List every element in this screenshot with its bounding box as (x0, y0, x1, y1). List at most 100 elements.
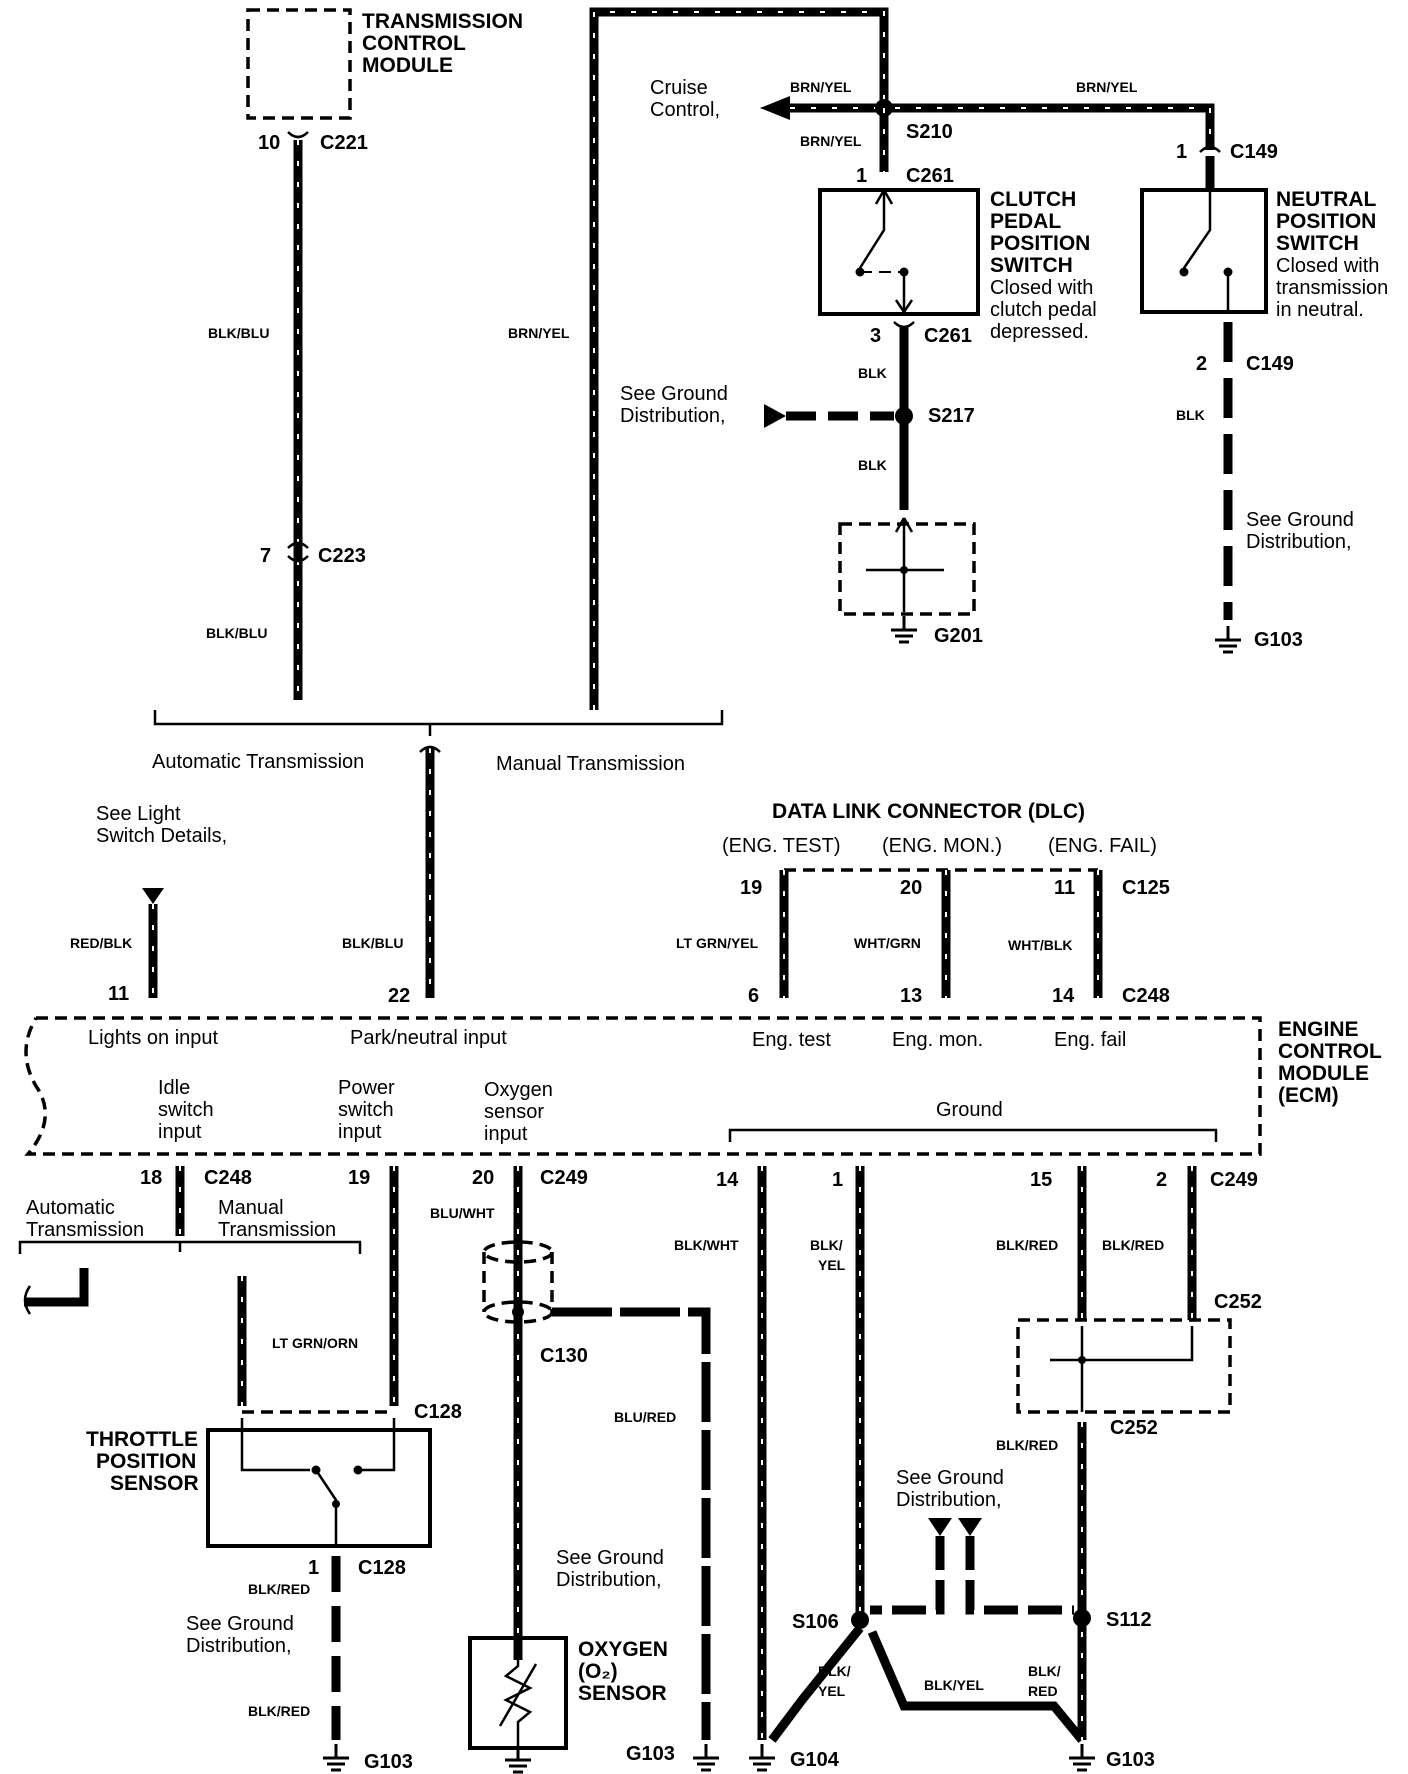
wire-label-brn-yel-left: BRN/YEL (790, 79, 852, 95)
svg-text:19: 19 (348, 1167, 370, 1189)
svg-text:14: 14 (1052, 985, 1075, 1007)
pin-10: 10 (258, 132, 280, 154)
svg-text:BLK/RED: BLK/RED (1102, 1237, 1164, 1253)
svg-text:BLK/RED: BLK/RED (996, 1237, 1058, 1253)
svg-text:20: 20 (900, 877, 922, 899)
connector-c128-bottom: C128 (358, 1557, 406, 1579)
trans-bracket (153, 710, 724, 736)
connector-c252-top: C252 (1214, 1291, 1262, 1313)
connector-c248-top: C248 (1122, 985, 1170, 1007)
splice-s112-label: S112 (1106, 1609, 1152, 1631)
auto-trans-label: Automatic Transmission (152, 751, 364, 773)
wire-label-blk-blu-1: BLK/BLU (208, 325, 269, 341)
svg-text:1: 1 (308, 1557, 319, 1579)
svg-text:WHT/GRN: WHT/GRN (854, 935, 921, 951)
splice-s106 (851, 1611, 869, 1629)
connector-c125: C125 (1122, 877, 1170, 899)
svg-text:BLK/RED: BLK/RED (996, 1437, 1058, 1453)
svg-text:BLK/YEL: BLK/YEL (818, 1663, 851, 1699)
ground-g104-label: G104 (790, 1749, 840, 1771)
svg-text:20: 20 (472, 1167, 494, 1189)
svg-text:BLU/RED: BLU/RED (614, 1409, 676, 1425)
svg-text:BLK/RED: BLK/RED (1028, 1663, 1061, 1699)
svg-text:Eng. fail: Eng. fail (1054, 1029, 1126, 1051)
svg-text:BLK/YEL: BLK/YEL (924, 1677, 984, 1693)
manual-trans-label: Manual Transmission (496, 753, 685, 775)
o2-shield-wire (552, 1307, 711, 1740)
svg-text:14: 14 (716, 1169, 739, 1191)
svg-text:Lights on input: Lights on input (88, 1027, 219, 1049)
connector-c130: C130 (540, 1345, 588, 1367)
svg-text:19: 19 (740, 877, 762, 899)
connector-c249-right: C249 (1210, 1169, 1258, 1191)
svg-text:6: 6 (748, 985, 759, 1007)
ground-g103-b-label: G103 (626, 1743, 675, 1765)
ground-g201-label: G201 (934, 625, 983, 647)
svg-text:BLU/WHT: BLU/WHT (430, 1205, 495, 1221)
svg-text:18: 18 (140, 1167, 162, 1189)
svg-text:11: 11 (108, 983, 129, 1005)
wire-label-blk-2: BLK (858, 457, 887, 473)
connector-c223: C223 (318, 545, 366, 567)
dlc-mode-mon: (ENG. MON.) (882, 835, 1002, 857)
pin-1-c261: 1 (856, 165, 867, 187)
connector-c261-bottom: C261 (924, 325, 972, 347)
connector-c248-bottom: C248 (204, 1167, 252, 1189)
wire-label-brn-yel-right: BRN/YEL (1076, 79, 1138, 95)
clutch-switch-label: CLUTCH PEDAL POSITION SWITCH Closed with… (990, 188, 1101, 343)
neutral-switch-box (1140, 188, 1268, 314)
connector-c149-bottom: C149 (1246, 353, 1294, 375)
svg-text:22: 22 (388, 985, 410, 1007)
tps-box (206, 1428, 432, 1548)
svg-text:LT GRN/ORN: LT GRN/ORN (272, 1335, 358, 1351)
cruise-arrow (760, 96, 790, 120)
c252-box (1016, 1318, 1232, 1414)
wire-label-brn-yel-short: BRN/YEL (800, 133, 862, 149)
o2-sensor-label: OXYGEN(O₂)SENSOR (578, 1638, 668, 1705)
wire-label-blk-blu-2: BLK/BLU (206, 625, 267, 641)
ground-g103-c-label: G103 (1106, 1749, 1155, 1771)
connector-c261-top: C261 (906, 165, 954, 187)
clutch-switch-box (818, 188, 980, 316)
splice-s210-label: S210 (906, 121, 953, 143)
dlc-mode-test: (ENG. TEST) (722, 835, 841, 857)
pin-3-c261: 3 (870, 325, 881, 347)
ecm-box (24, 1016, 1262, 1156)
svg-text:WHT/BLK: WHT/BLK (1008, 937, 1073, 953)
svg-text:11: 11 (1054, 877, 1075, 899)
dlc-label: DATA LINK CONNECTOR (DLC) (772, 800, 1085, 823)
connector-c128-top: C128 (414, 1401, 462, 1423)
svg-text:LT GRN/YEL: LT GRN/YEL (676, 935, 759, 951)
ground-g103-top-label: G103 (1254, 629, 1303, 651)
connector-c221: C221 (320, 132, 368, 154)
pin-1-c149: 1 (1176, 141, 1187, 163)
svg-text:Eng. test: Eng. test (752, 1029, 831, 1051)
splice-s217-label: S217 (928, 405, 975, 427)
svg-text:BLK/YEL: BLK/YEL (810, 1237, 846, 1273)
connector-c249-left: C249 (540, 1167, 588, 1189)
svg-text:Eng. mon.: Eng. mon. (892, 1029, 983, 1051)
svg-text:Park/neutral input: Park/neutral input (350, 1027, 507, 1049)
tcm-box (246, 8, 352, 120)
neutral-switch-label: NEUTRAL POSITION SWITCH Closed with tran… (1276, 188, 1393, 321)
connector-c252-bottom: C252 (1110, 1417, 1158, 1439)
svg-text:1: 1 (832, 1169, 843, 1191)
ground-g103-a-label: G103 (364, 1751, 413, 1773)
splice-s106-label: S106 (792, 1611, 839, 1633)
svg-text:BLK/BLU: BLK/BLU (342, 935, 403, 951)
svg-text:BLK/RED: BLK/RED (248, 1703, 310, 1719)
